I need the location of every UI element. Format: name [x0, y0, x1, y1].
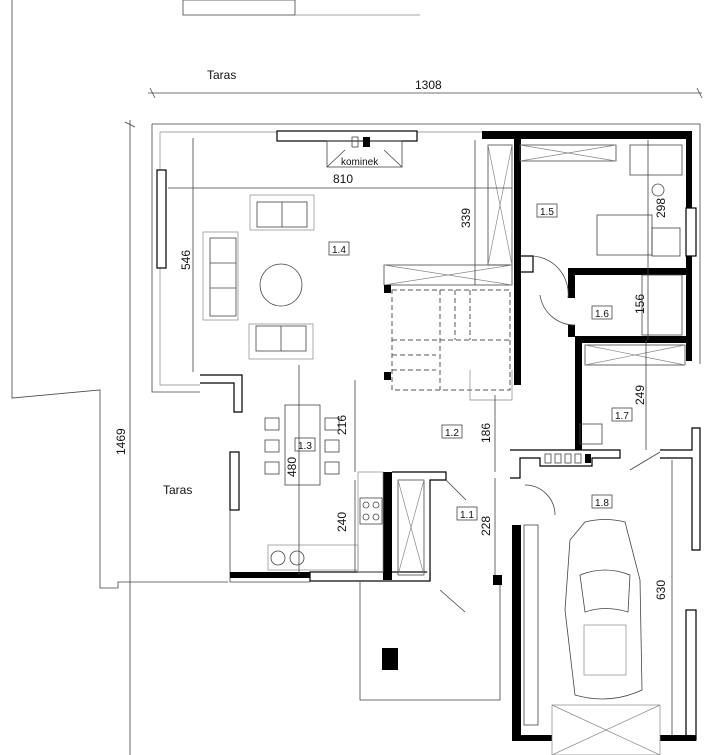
svg-text:1.1: 1.1 [460, 510, 474, 521]
dim-240: 240 [335, 512, 349, 532]
dim-living-depth: 546 [179, 250, 193, 270]
room-tag-1-3: 1.3 [294, 437, 316, 452]
window-left [156, 169, 167, 269]
room-tag-1-4: 1.4 [328, 241, 350, 256]
dim-480: 480 [285, 457, 299, 477]
dim-room-1-6: 156 [633, 294, 647, 314]
svg-text:1.4: 1.4 [332, 245, 346, 256]
room-tag-1-5: 1.5 [536, 203, 558, 218]
dim-228: 228 [479, 516, 493, 536]
room-tag-1-7: 1.7 [611, 407, 633, 422]
svg-text:1.8: 1.8 [595, 498, 609, 509]
room-tag-1-2: 1.2 [441, 424, 463, 439]
dimension-width-line [148, 87, 703, 99]
doors [439, 255, 661, 613]
furniture [202, 136, 643, 700]
dim-garage-630: 630 [654, 580, 668, 600]
svg-text:1.5: 1.5 [540, 207, 554, 218]
interior-dimension-lines [168, 138, 673, 735]
room-tag-1-1: 1.1 [456, 506, 478, 521]
car-icon [564, 519, 643, 700]
dimension-depth-line [124, 120, 136, 755]
room-tag-1-6: 1.6 [591, 305, 613, 320]
overall-width-label: 1308 [415, 78, 442, 92]
svg-text:1.3: 1.3 [298, 441, 312, 452]
dim-room-1-5: 298 [654, 198, 668, 218]
terrace-outline [11, 0, 420, 589]
dim-186: 186 [479, 423, 493, 443]
dim-room-1-7: 249 [633, 385, 647, 405]
svg-text:1.7: 1.7 [615, 411, 629, 422]
dim-216: 216 [335, 415, 349, 435]
svg-text:1.2: 1.2 [445, 428, 459, 439]
terrace-label-left: Taras [163, 483, 192, 497]
room-tag-1-8: 1.8 [591, 494, 613, 509]
terrace-label-top: Taras [207, 68, 236, 82]
wall-top [276, 130, 418, 142]
fireplace-label: kominek [341, 157, 379, 168]
dim-living-width: 810 [333, 172, 353, 186]
dim-stair-depth: 339 [459, 208, 473, 228]
overall-depth-label: 1469 [114, 428, 128, 455]
chimney-flues [544, 453, 591, 464]
outer-walls [151, 123, 701, 755]
svg-text:1.6: 1.6 [595, 309, 609, 320]
